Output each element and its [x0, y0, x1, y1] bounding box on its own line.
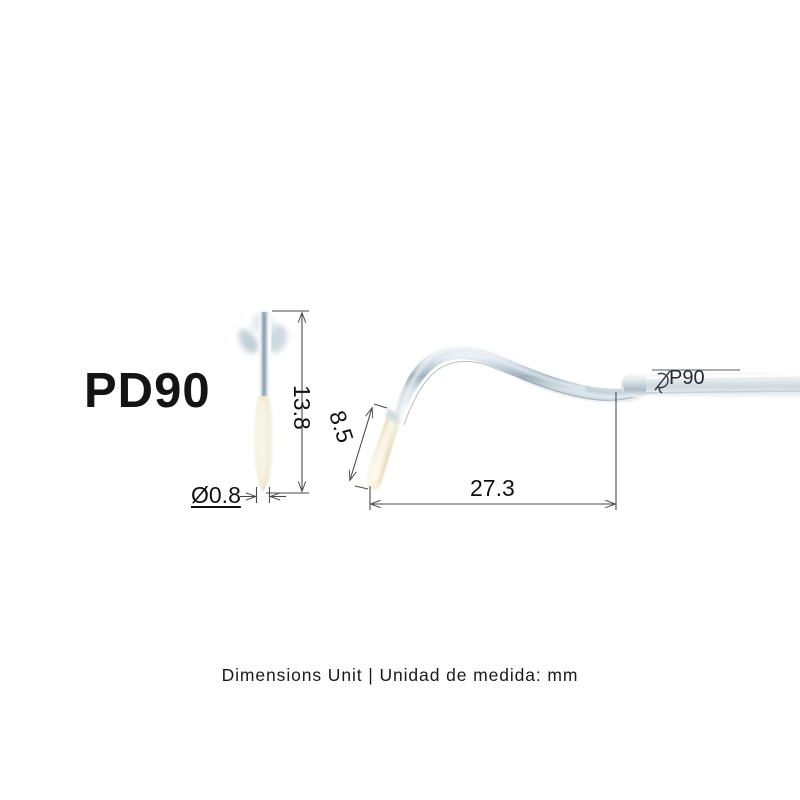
- front-view-tip-shade: [265, 401, 272, 487]
- ext-line-tip-top: [373, 403, 388, 409]
- handle-engraving-label: P90: [669, 367, 705, 389]
- side-view-tip-junction: [385, 408, 400, 424]
- front-view-shaft-highlight: [263, 313, 267, 404]
- ext-line-tip-bottom: [354, 485, 369, 490]
- side-view-reflection: [519, 377, 641, 402]
- side-view-handle: [621, 369, 800, 399]
- dimension-line-8-5: [350, 408, 372, 480]
- handle-logo-icon: [654, 370, 671, 394]
- handle-gloss: [633, 373, 800, 380]
- side-view-shaft-gloss: [396, 348, 587, 419]
- front-view-shaft-gloss: [267, 315, 271, 402]
- front-view-illustration: [238, 312, 288, 492]
- page-title: PD90: [84, 364, 211, 418]
- dimension-8-5: [350, 403, 388, 490]
- dimension-label-diameter-0-8: Ø0.8: [191, 482, 241, 508]
- dimension-27-3: [370, 392, 616, 510]
- side-view-tip-shade: [379, 419, 400, 485]
- dimension-label-13-8: 13.8: [289, 385, 315, 430]
- handle-collar: [624, 373, 646, 397]
- dimension-label-27-3: 27.3: [470, 475, 515, 501]
- side-view-tip: [365, 410, 401, 491]
- side-view-illustration: [365, 345, 800, 491]
- dimensions-unit-caption: Dimensions Unit | Unidad de medida: mm: [221, 665, 579, 685]
- dimension-diameter-0-8: [240, 487, 286, 503]
- side-view-shaft: [392, 345, 648, 424]
- front-view-tip-highlight: [258, 400, 267, 487]
- side-view-tip-highlight: [370, 416, 396, 481]
